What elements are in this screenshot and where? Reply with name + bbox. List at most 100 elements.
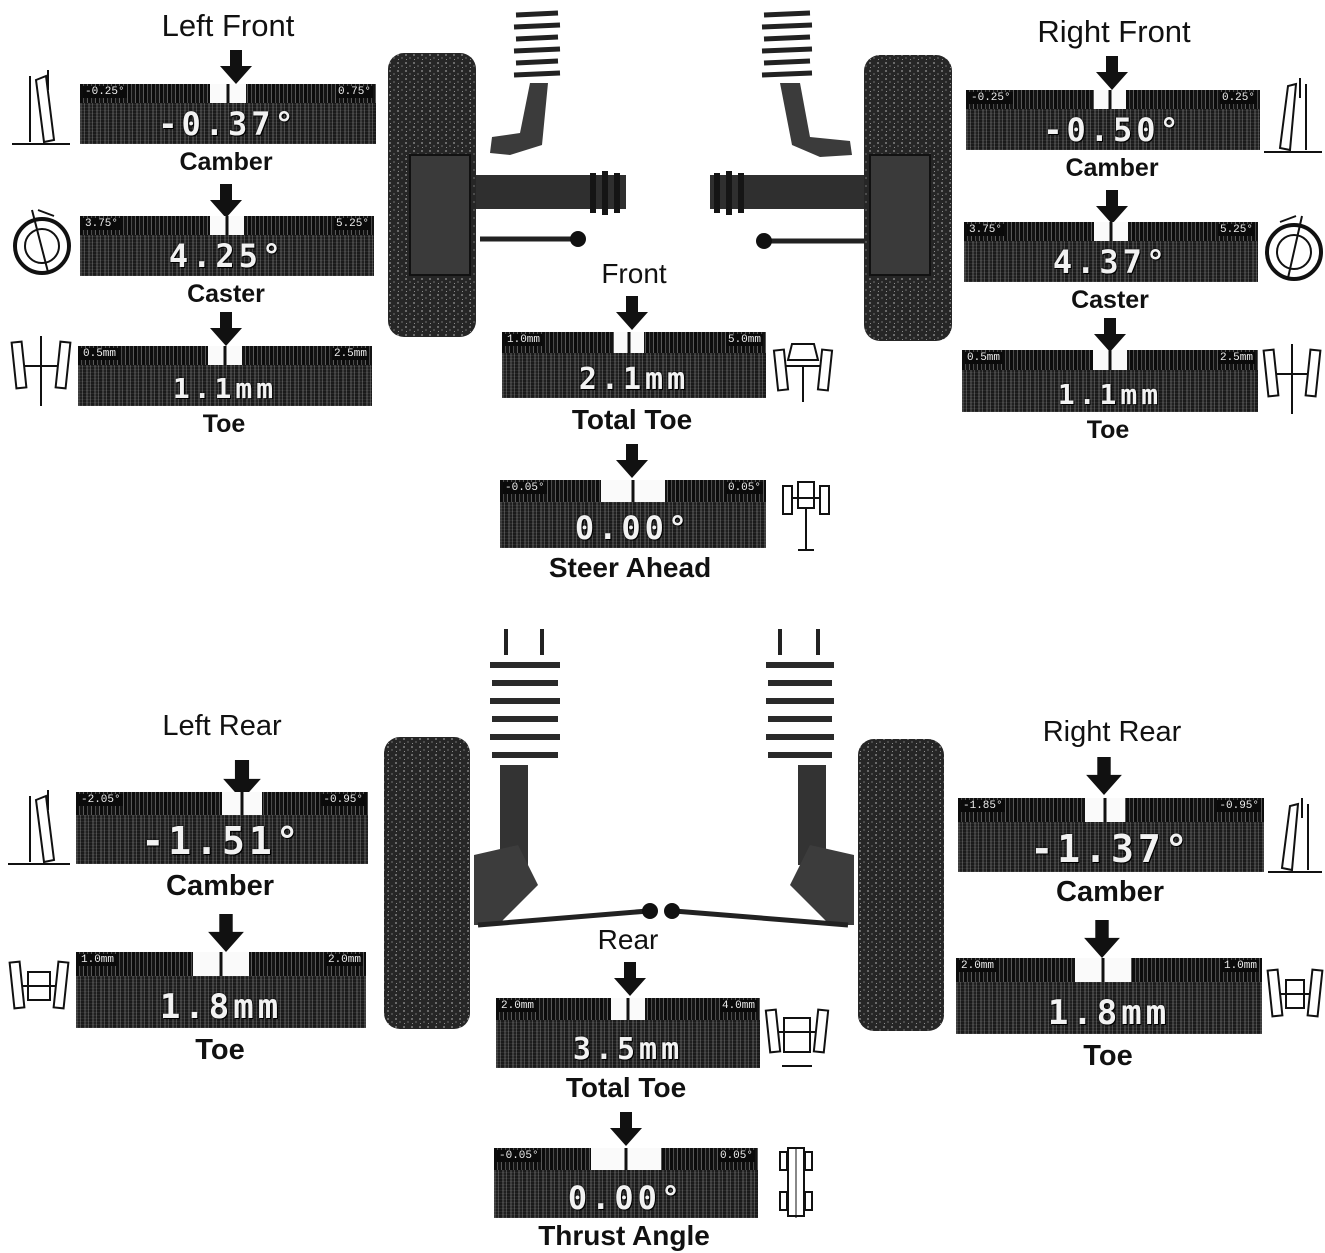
camber-value: -1.37° [958, 827, 1264, 871]
caster-range-max: 5.25° [1218, 224, 1255, 236]
camber-tilt-icon [1262, 74, 1324, 156]
caster-range-max: 5.25° [334, 218, 371, 230]
thrust-range-max: 0.05° [718, 1150, 755, 1162]
front-suspension-graphic [380, 5, 960, 345]
front-total-toe-gauge: 1.0mm 5.0mm 2.1mm [502, 332, 766, 398]
total-toe-value: 3.5mm [496, 1032, 760, 1067]
toe-range-max: 1.0mm [1222, 960, 1259, 972]
total-toe-range-max: 4.0mm [720, 1000, 757, 1012]
left-front-title: Left Front [162, 8, 295, 44]
thrust-range-min: -0.05° [497, 1150, 541, 1162]
steer-range-min: -0.05° [503, 482, 547, 494]
rear-suspension-graphic [378, 625, 950, 1035]
thrust-angle-gauge: -0.05° 0.05° 0.00° [494, 1148, 758, 1218]
toe-wheel-icon [6, 952, 72, 1028]
right-rear-title: Right Rear [1043, 716, 1182, 749]
left-rear-title: Left Rear [162, 710, 281, 743]
toe-value: 1.1mm [78, 372, 372, 405]
rear-total-toe-label: Total Toe [566, 1072, 686, 1104]
steer-ahead-icon [780, 478, 832, 554]
total-toe-range-min: 2.0mm [499, 1000, 536, 1012]
thrust-angle-label: Thrust Angle [538, 1220, 710, 1252]
left-front-caster-gauge: 3.75° 5.25° 4.25° [80, 216, 374, 276]
front-total-toe-arrow [615, 296, 649, 330]
toe-range-min: 0.5mm [965, 352, 1002, 364]
left-rear-toe-gauge: 1.0mm 2.0mm 1.8mm [76, 952, 366, 1028]
caster-value: 4.25° [80, 237, 374, 275]
left-front-toe-gauge: 0.5mm 2.5mm 1.1mm [78, 346, 372, 406]
right-rear-toe-label: Toe [1083, 1040, 1132, 1073]
left-rear-toe-arrow [207, 914, 245, 952]
steer-value: 0.00° [500, 509, 766, 547]
camber-tilt-icon [6, 786, 72, 868]
steer-range-max: 0.05° [726, 482, 763, 494]
camber-tilt-icon [8, 66, 72, 148]
left-front-toe-arrow [209, 312, 243, 346]
caster-range-min: 3.75° [967, 224, 1004, 236]
left-front-camber-arrow [219, 50, 253, 84]
camber-tilt-icon [1266, 794, 1324, 876]
camber-range-max: -0.95° [1217, 800, 1261, 812]
rear-thrust-arrow [609, 1112, 643, 1146]
rear-center-title: Rear [598, 924, 659, 956]
left-front-caster-arrow [209, 184, 243, 218]
front-total-toe-label: Total Toe [572, 404, 692, 436]
front-steer-arrow [615, 444, 649, 478]
left-front-camber-gauge: -0.25° 0.75° -0.37° [80, 84, 376, 144]
camber-range-min: -0.25° [83, 86, 127, 98]
toe-range-max: 2.0mm [326, 954, 363, 966]
rear-total-toe-gauge: 2.0mm 4.0mm 3.5mm [496, 998, 760, 1068]
toe-range-min: 2.0mm [959, 960, 996, 972]
toe-value: 1.8mm [76, 987, 366, 1027]
right-front-toe-gauge: 0.5mm 2.5mm 1.1mm [962, 350, 1258, 412]
left-rear-toe-label: Toe [195, 1034, 244, 1067]
left-front-toe-label: Toe [203, 410, 246, 439]
camber-range-min: -2.05° [79, 794, 123, 806]
caster-wheel-icon [10, 206, 74, 278]
camber-range-min: -1.85° [961, 800, 1005, 812]
right-rear-camber-label: Camber [1056, 876, 1164, 909]
left-rear-camber-gauge: -2.05° -0.95° -1.51° [76, 792, 368, 864]
right-front-camber-gauge: -0.25° 0.25° -0.50° [966, 90, 1260, 150]
right-rear-toe-gauge: 2.0mm 1.0mm 1.8mm [956, 958, 1262, 1034]
caster-wheel-icon [1262, 212, 1324, 284]
right-front-caster-label: Caster [1071, 286, 1149, 315]
right-front-camber-arrow [1095, 56, 1129, 90]
right-rear-toe-arrow [1083, 920, 1121, 958]
toe-range-max: 2.5mm [332, 348, 369, 360]
camber-range-min: -0.25° [969, 92, 1013, 104]
right-front-toe-arrow [1093, 318, 1127, 352]
rear-total-toe-arrow [613, 962, 647, 996]
camber-range-max: 0.25° [1220, 92, 1257, 104]
camber-value: -0.37° [80, 105, 376, 143]
camber-range-max: 0.75° [336, 86, 373, 98]
thrust-value: 0.00° [494, 1179, 758, 1217]
camber-value: -0.50° [966, 111, 1260, 149]
toe-value: 1.8mm [956, 993, 1262, 1033]
caster-value: 4.37° [964, 243, 1258, 281]
right-front-title: Right Front [1037, 14, 1190, 50]
toe-wheel-icon [1266, 960, 1324, 1036]
toe-wheel-icon [8, 332, 74, 410]
right-rear-camber-gauge: -1.85° -0.95° -1.37° [958, 798, 1264, 872]
camber-value: -1.51° [76, 819, 368, 863]
total-toe-axle-icon [764, 1000, 830, 1072]
toe-range-min: 1.0mm [79, 954, 116, 966]
total-toe-value: 2.1mm [502, 362, 766, 397]
total-toe-axle-icon [772, 336, 834, 406]
steer-ahead-label: Steer Ahead [549, 552, 711, 584]
toe-wheel-icon [1260, 340, 1324, 418]
steer-ahead-gauge: -0.05° 0.05° 0.00° [500, 480, 766, 548]
right-front-camber-label: Camber [1065, 154, 1158, 183]
camber-range-max: -0.95° [321, 794, 365, 806]
total-toe-range-min: 1.0mm [505, 334, 542, 346]
thrust-angle-icon [778, 1146, 814, 1220]
toe-range-min: 0.5mm [81, 348, 118, 360]
right-front-caster-gauge: 3.75° 5.25° 4.37° [964, 222, 1258, 282]
toe-value: 1.1mm [962, 378, 1258, 411]
left-front-camber-label: Camber [179, 148, 272, 177]
total-toe-range-max: 5.0mm [726, 334, 763, 346]
right-rear-camber-arrow [1085, 756, 1123, 796]
left-front-caster-label: Caster [187, 280, 265, 309]
left-rear-camber-label: Camber [166, 870, 274, 903]
